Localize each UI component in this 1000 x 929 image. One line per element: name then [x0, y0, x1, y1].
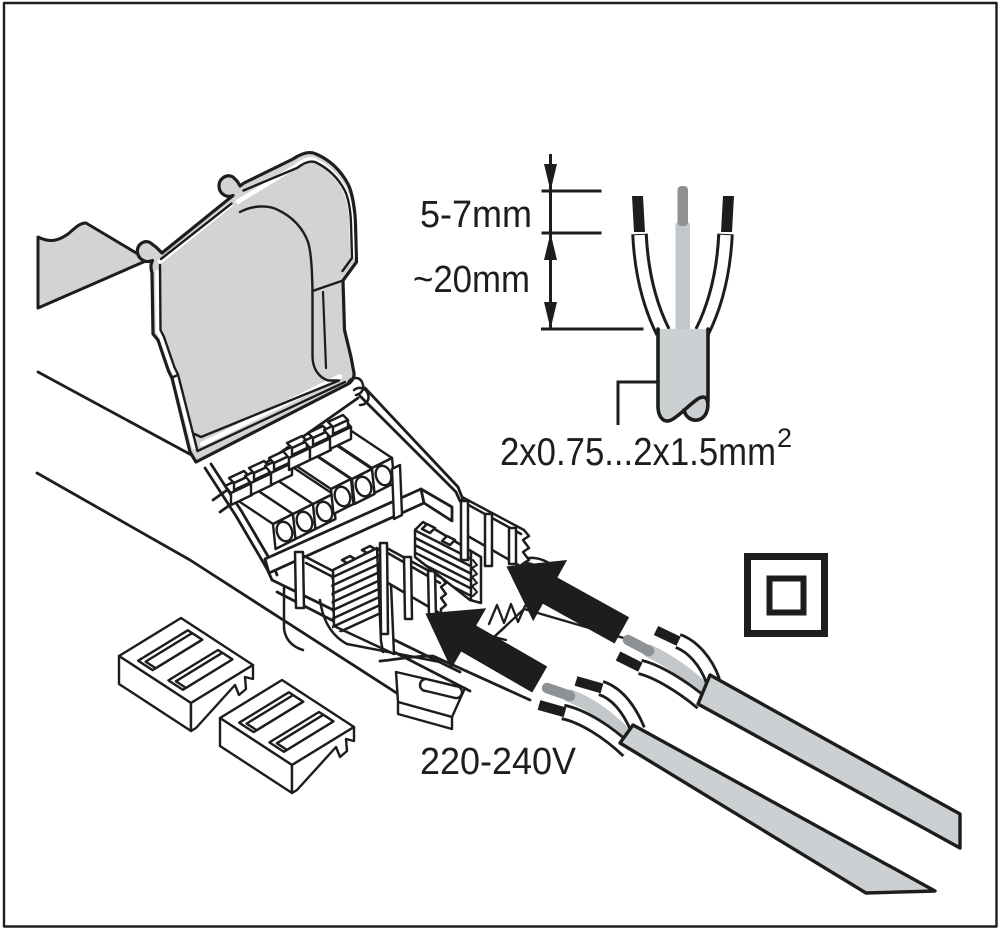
svg-text:2: 2: [777, 423, 792, 453]
svg-text:2x0.75...2x1.5mm: 2x0.75...2x1.5mm: [500, 431, 776, 474]
svg-text:5-7mm: 5-7mm: [420, 194, 532, 236]
svg-text:220-240V: 220-240V: [420, 741, 577, 783]
svg-text:~20mm: ~20mm: [413, 259, 530, 301]
